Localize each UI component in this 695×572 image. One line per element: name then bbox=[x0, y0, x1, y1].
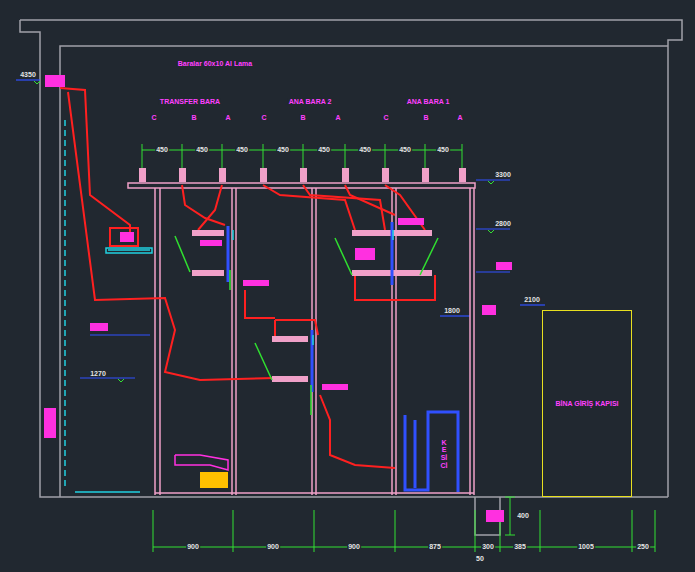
phase-name: C bbox=[150, 114, 157, 121]
dimension: 450 bbox=[235, 146, 249, 153]
dimension: 1005 bbox=[577, 543, 595, 550]
dimension: 400 bbox=[516, 512, 530, 519]
phase-name: B bbox=[190, 114, 197, 121]
dimension: 450 bbox=[317, 146, 331, 153]
bus-name: TRANSFER BARA bbox=[159, 98, 221, 105]
dimension: 900 bbox=[186, 543, 200, 550]
door-box: BİNA GİRİŞ KAPISI bbox=[542, 310, 632, 497]
dimension: 875 bbox=[428, 543, 442, 550]
elevation: 1800 bbox=[443, 307, 461, 314]
dimension: 450 bbox=[195, 146, 209, 153]
elevation: 4350 bbox=[19, 71, 37, 78]
elevation: 2100 bbox=[523, 296, 541, 303]
elevation: 3300 bbox=[494, 171, 512, 178]
phase-name: A bbox=[224, 114, 231, 121]
phase-name: A bbox=[334, 114, 341, 121]
box-text: KESİCİ bbox=[441, 439, 448, 470]
phase-name: C bbox=[260, 114, 267, 121]
elevation: 2800 bbox=[494, 220, 512, 227]
bus-name: ANA BARA 1 bbox=[406, 98, 451, 105]
dimension: 450 bbox=[398, 146, 412, 153]
dimension: 450 bbox=[155, 146, 169, 153]
phase-name: A bbox=[456, 114, 463, 121]
dimension: 450 bbox=[276, 146, 290, 153]
breaker-box: KESİCİ bbox=[433, 418, 455, 490]
dimension: 385 bbox=[513, 543, 527, 550]
dimension: 300 bbox=[481, 543, 495, 550]
elevation: 1270 bbox=[89, 370, 107, 377]
box-text: BİNA GİRİŞ KAPISI bbox=[555, 400, 618, 408]
phase-name: C bbox=[382, 114, 389, 121]
note-text: Baralar 60x10 Al Lama bbox=[177, 60, 253, 67]
phase-name: B bbox=[299, 114, 306, 121]
dimension: 450 bbox=[436, 146, 450, 153]
phase-name: B bbox=[422, 114, 429, 121]
dimension: 450 bbox=[358, 146, 372, 153]
bus-name: ANA BARA 2 bbox=[288, 98, 333, 105]
dimension: 250 bbox=[636, 543, 650, 550]
dimension: 900 bbox=[266, 543, 280, 550]
dimension: 900 bbox=[347, 543, 361, 550]
dimension: 50 bbox=[475, 555, 485, 562]
